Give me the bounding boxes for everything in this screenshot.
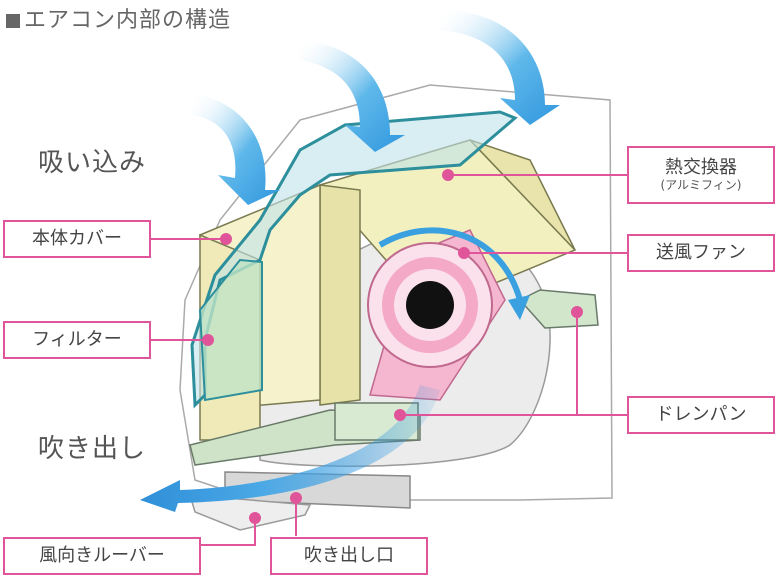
leader-body-cover (150, 233, 232, 245)
filter-panel (198, 258, 263, 402)
leader-fan (458, 247, 628, 259)
fan-rotation-arrow-head (508, 295, 530, 320)
heat-exchanger-right (469, 139, 576, 251)
leader-outlet (290, 492, 302, 536)
callout-drain-pan: ドレンパン (627, 396, 775, 434)
louver (188, 494, 312, 531)
leader-drain-pan (394, 306, 628, 421)
callout-heat-exchanger: 熱交換器 (アルミフィン) (627, 146, 775, 204)
page-title: エアコン内部の構造 (6, 2, 231, 34)
drain-pan-body (518, 289, 599, 329)
fan-rotation-arrow (378, 227, 523, 301)
callout-fan: 送風ファン (627, 234, 775, 272)
leader-louver (200, 512, 261, 546)
outlet-air-label: 吹き出し (38, 434, 147, 464)
callout-louver: 風向きルーバー (3, 537, 201, 575)
callout-body-cover: 本体カバー (3, 220, 151, 258)
heat-exchanger-front (319, 184, 361, 406)
fan-end (367, 242, 493, 368)
leader-filter (150, 334, 214, 346)
callout-outlet: 吹き出し口 (270, 537, 428, 575)
callout-filter: フィルター (3, 321, 151, 359)
title-square-icon (6, 14, 20, 28)
intake-label: 吸い込み (38, 148, 147, 178)
intake-arrow-1 (192, 95, 280, 205)
leader-heat-exchanger (442, 169, 628, 181)
intake-arrow-3 (440, 10, 560, 125)
intake-arrow-2 (300, 40, 405, 152)
outlet-arrow (140, 385, 440, 512)
